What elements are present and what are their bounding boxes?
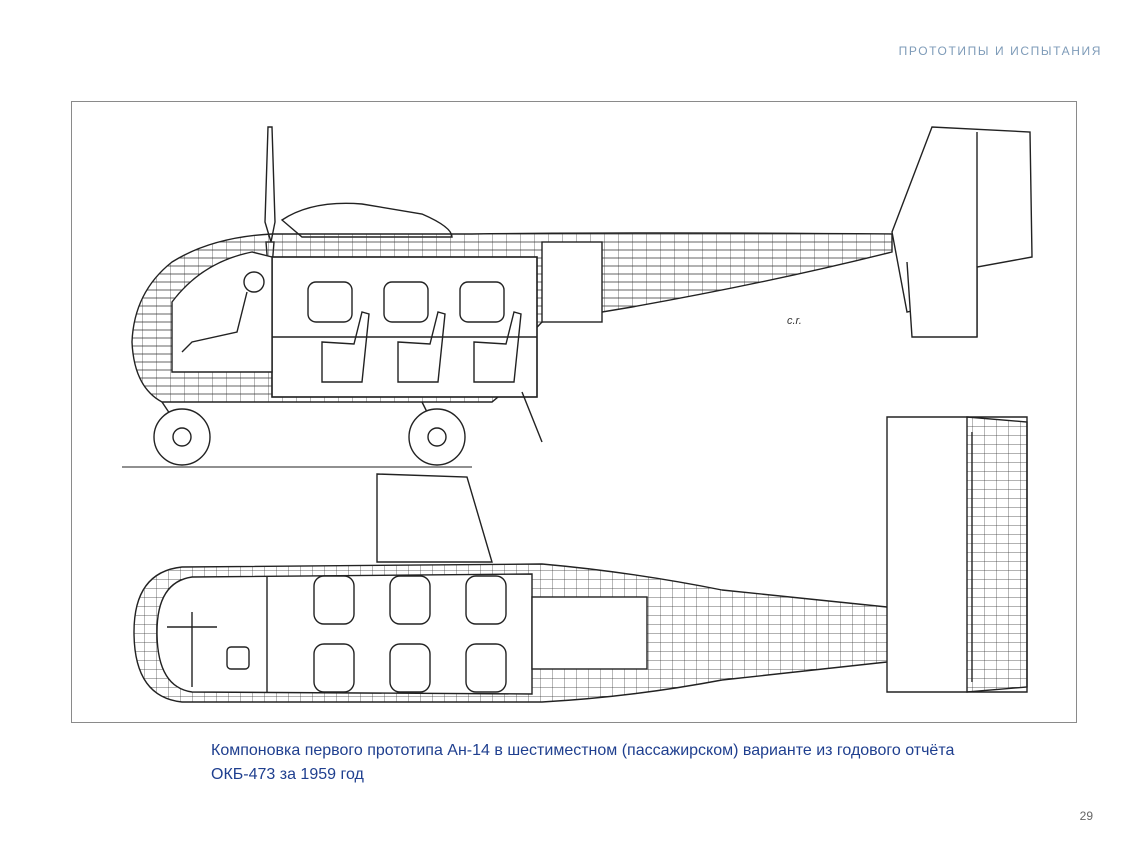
- technical-drawing: c.r.: [122, 126, 1033, 703]
- wing-section: [376, 473, 493, 563]
- propeller-blade-top: [264, 126, 276, 243]
- seats-plan: [313, 575, 507, 693]
- main-gear: [408, 401, 466, 466]
- cabin-windows: [307, 281, 505, 323]
- side-view: [122, 126, 1033, 468]
- tail-skid: [521, 391, 543, 443]
- pilot-figure: [243, 271, 265, 293]
- page-number: 29: [1079, 809, 1093, 823]
- top-view: [133, 416, 1028, 703]
- figure-caption: Компоновка первого прототипа Ан-14 в шес…: [211, 742, 955, 783]
- engine-nacelle: [280, 202, 453, 238]
- aircraft-layout-drawing: c.r.: [71, 101, 1077, 723]
- passenger-seats: [321, 311, 522, 383]
- drawing-annotation: c.r.: [787, 315, 802, 327]
- nose-gear: [153, 401, 211, 466]
- section-header: ПРОТОТИПЫ И ИСПЫТАНИЯ: [898, 44, 1102, 58]
